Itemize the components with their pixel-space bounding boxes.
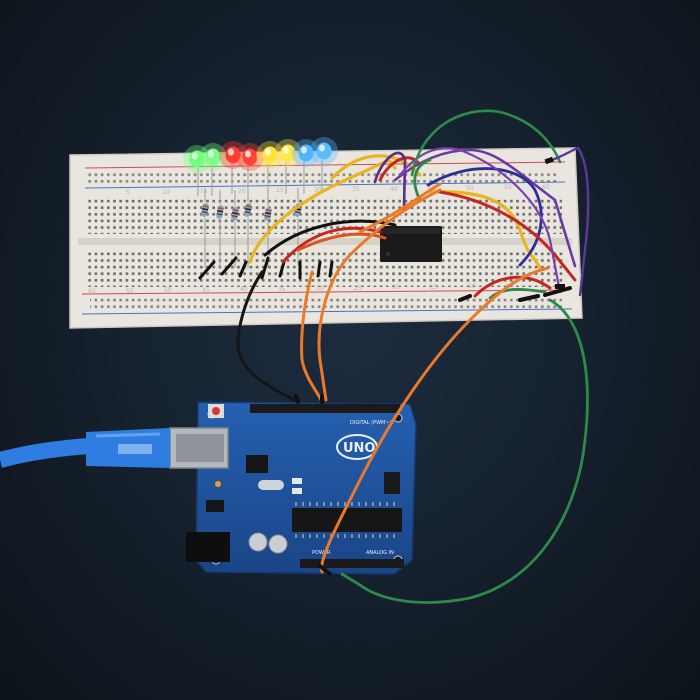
reset-button bbox=[212, 407, 220, 415]
center-channel bbox=[78, 238, 572, 245]
svg-text:20: 20 bbox=[238, 188, 246, 195]
green-wire bbox=[340, 298, 589, 604]
usb-cable bbox=[0, 428, 170, 468]
digital-header bbox=[250, 404, 400, 413]
digital-label: DIGITAL (PWM~) bbox=[350, 420, 392, 426]
led-highlight bbox=[245, 150, 251, 158]
svg-text:10: 10 bbox=[468, 283, 476, 290]
led-highlight bbox=[208, 150, 214, 158]
capacitor bbox=[248, 532, 268, 552]
svg-text:50: 50 bbox=[466, 185, 474, 192]
yellow-jumper bbox=[248, 159, 397, 264]
led-highlight bbox=[192, 152, 198, 160]
svg-text:5: 5 bbox=[126, 189, 130, 196]
svg-text:15: 15 bbox=[430, 284, 438, 291]
black-wire bbox=[236, 270, 297, 402]
svg-text:30: 30 bbox=[316, 285, 324, 292]
led-row bbox=[183, 137, 338, 173]
shift-register-ic bbox=[380, 226, 442, 262]
atmega-chip bbox=[292, 502, 402, 538]
svg-text:20: 20 bbox=[392, 284, 400, 291]
led-highlight bbox=[228, 148, 234, 156]
analog-label: ANALOG IN bbox=[366, 550, 394, 556]
svg-text:15: 15 bbox=[200, 188, 208, 195]
svg-text:35: 35 bbox=[278, 286, 286, 293]
column-numbers-top: 5 10 15 20 25 30 35 40 45 50 55 60 bbox=[126, 184, 550, 196]
svg-text:10: 10 bbox=[162, 189, 170, 196]
arduino-uno-board: DIGITAL (PWM~) POWER ANALOG IN UNO bbox=[169, 401, 417, 575]
led-bulb bbox=[316, 142, 332, 160]
resistors bbox=[201, 188, 302, 268]
svg-text:25: 25 bbox=[276, 187, 284, 194]
svg-text:25: 25 bbox=[354, 285, 362, 292]
svg-text:40: 40 bbox=[240, 286, 248, 293]
orange-wire bbox=[300, 270, 324, 404]
jumper-wires bbox=[248, 109, 590, 302]
led-highlight bbox=[319, 144, 325, 152]
svg-text:40: 40 bbox=[390, 186, 398, 193]
led-highlight bbox=[265, 148, 271, 156]
svg-text:55: 55 bbox=[504, 184, 512, 191]
usb-chip bbox=[246, 455, 268, 473]
svg-text:30: 30 bbox=[314, 187, 322, 194]
svg-text:60: 60 bbox=[88, 288, 96, 295]
led-highlight bbox=[301, 146, 307, 154]
svg-text:50: 50 bbox=[164, 287, 172, 294]
dc-power-jack bbox=[186, 532, 230, 562]
terminal-strip-top bbox=[86, 196, 562, 234]
svg-text:55: 55 bbox=[126, 288, 134, 295]
power-label: POWER bbox=[312, 550, 331, 556]
led-highlight bbox=[283, 146, 289, 154]
svg-text:45: 45 bbox=[202, 287, 210, 294]
power-analog-header bbox=[300, 559, 404, 568]
crystal bbox=[258, 480, 284, 490]
rail-red-bottom bbox=[81, 289, 571, 295]
led-bulb bbox=[205, 148, 221, 166]
ground-jumpers bbox=[198, 256, 334, 280]
svg-text:UNO: UNO bbox=[343, 441, 376, 456]
svg-text:35: 35 bbox=[352, 186, 360, 193]
led-bulb bbox=[242, 148, 258, 166]
capacitor bbox=[268, 534, 288, 554]
svg-text:60: 60 bbox=[542, 184, 550, 191]
long-wires bbox=[236, 188, 589, 604]
terminal-strip-bottom bbox=[86, 249, 564, 287]
